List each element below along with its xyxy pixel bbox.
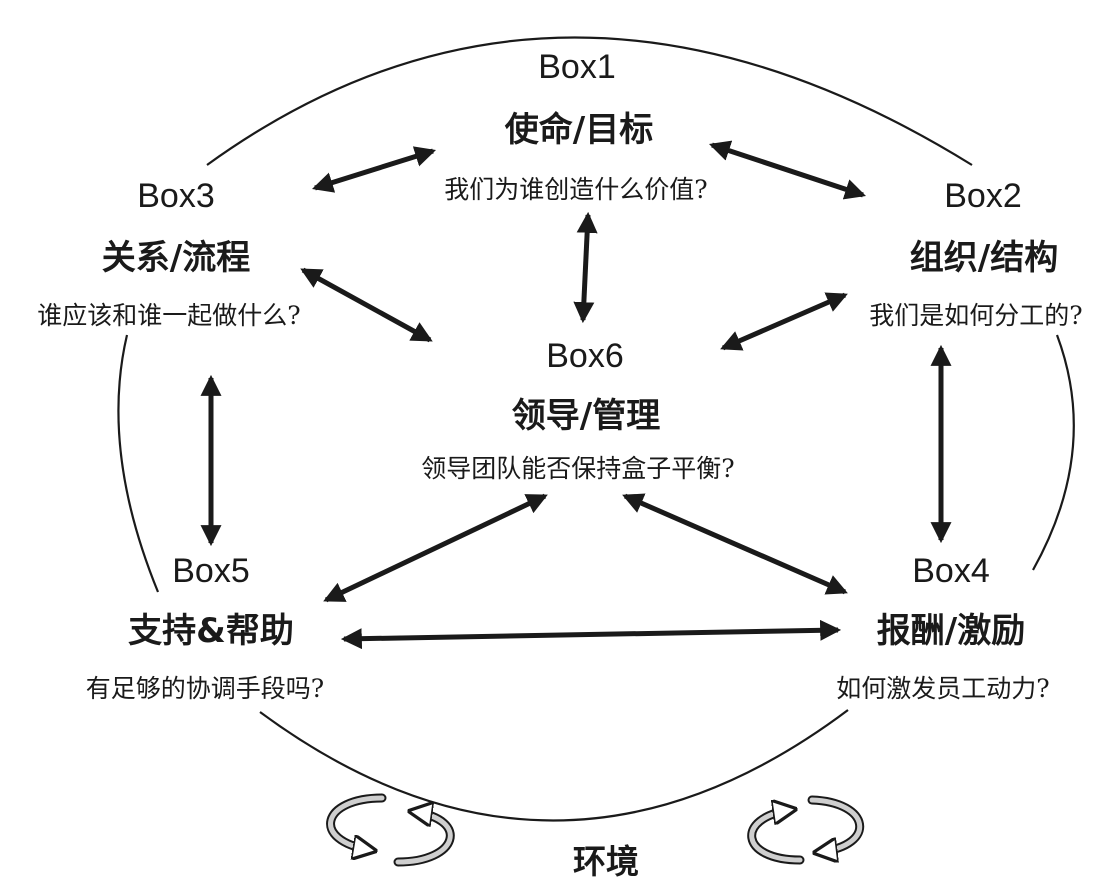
box5-question: 有足够的协调手段吗? <box>85 674 325 703</box>
environment-label: 环境 <box>573 842 639 881</box>
cycle-arrows-icon-left <box>326 793 455 867</box>
box1-title: 使命/目标 <box>504 110 654 150</box>
environment-boundary <box>117 36 1075 822</box>
arrow-box1-box3 <box>311 146 437 193</box>
box1-id: Box1 <box>538 48 616 86</box>
arrow-box1-box6 <box>573 211 598 324</box>
box3-question: 谁应该和谁一起做什么? <box>37 301 301 330</box>
box1-question: 我们为谁创造什么价值? <box>444 175 708 204</box>
relationship-arrows <box>200 140 952 650</box>
box3-id: Box3 <box>137 177 215 215</box>
arrow-box6-box5 <box>323 493 548 603</box>
environment-arc-top <box>206 36 973 166</box>
box5-id: Box5 <box>172 552 250 590</box>
arrow-box3-box6 <box>300 267 433 343</box>
environment-arc-bottom <box>259 709 849 822</box>
box6-title: 领导/管理 <box>511 396 661 436</box>
box4-title: 报酬/激励 <box>876 611 1026 651</box>
environment-arc-left <box>117 334 160 593</box>
arrow-box5-box4 <box>340 619 842 650</box>
environment-arc-right <box>1032 334 1075 571</box>
box2-id: Box2 <box>944 177 1022 215</box>
box4-question: 如何激发员工动力? <box>836 674 1050 703</box>
box5-title: 支持&帮助 <box>128 611 294 651</box>
box6-question: 领导团队能否保持盒子平衡? <box>421 454 735 483</box>
box2-title: 组织/结构 <box>909 238 1059 278</box>
box4-id: Box4 <box>912 552 990 590</box>
cycle-arrows-icon-right <box>747 795 865 860</box>
box3-title: 关系/流程 <box>101 238 251 278</box>
box6-id: Box6 <box>546 337 624 375</box>
box2-question: 我们是如何分工的? <box>869 301 1083 330</box>
arrow-box6-box4 <box>622 493 848 595</box>
arrow-box2-box6 <box>720 292 848 351</box>
arrow-box1-box2 <box>709 140 866 200</box>
